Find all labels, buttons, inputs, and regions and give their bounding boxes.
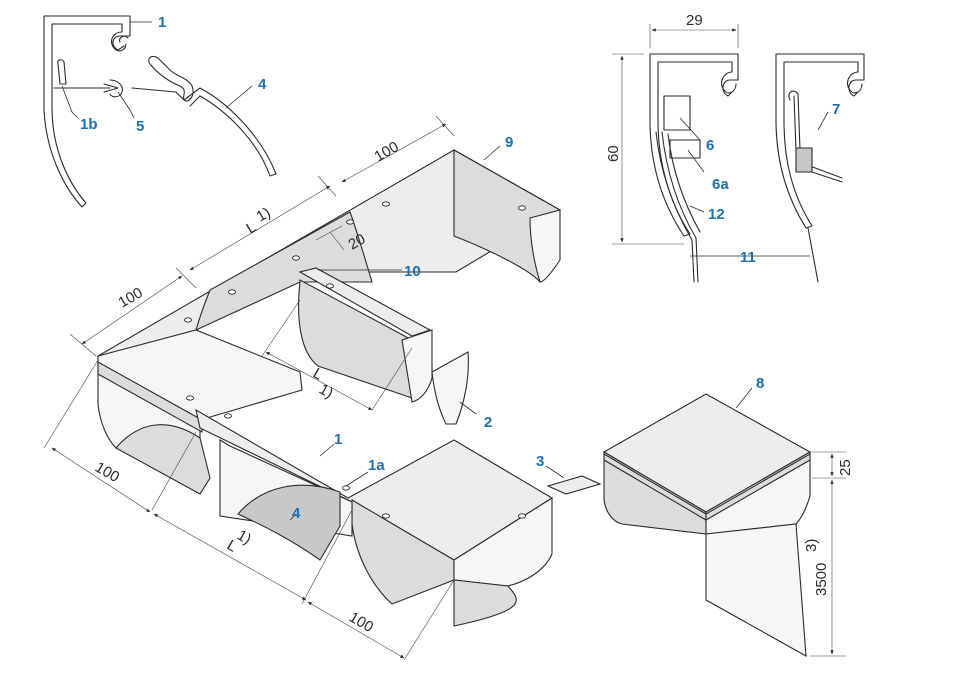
profile-section-dimensioned <box>612 24 739 283</box>
callout-8: 8 <box>756 375 764 392</box>
dim-3500: 3500 <box>813 563 830 596</box>
dim-60: 60 <box>605 145 622 162</box>
callout-2: 2 <box>484 414 492 431</box>
dim-100-left: 100 <box>92 459 122 486</box>
dim-3500-sup: 3) <box>803 539 820 552</box>
main-assembly <box>43 115 778 661</box>
leader-lines <box>61 21 829 521</box>
dim-20: 20 <box>346 230 369 253</box>
callout-6: 6 <box>706 137 714 154</box>
callout-6a: 6a <box>712 176 729 193</box>
callout-1-main: 1 <box>334 431 342 448</box>
dim-L-top-sup: 1) <box>254 204 274 225</box>
callout-5: 5 <box>136 118 144 135</box>
callouts: 1 1b 4 5 6 6a 7 8 9 10 11 12 2 3 1 1a 4 <box>80 14 840 522</box>
dim-25: 25 <box>837 459 854 476</box>
callout-1-top: 1 <box>158 14 166 31</box>
dim-L-top: L <box>244 219 260 238</box>
callout-3: 3 <box>536 453 544 470</box>
callout-4-top: 4 <box>258 76 267 93</box>
callout-10: 10 <box>404 263 421 280</box>
callout-1b: 1b <box>80 116 98 133</box>
callout-11: 11 <box>740 249 756 266</box>
callout-1a: 1a <box>368 457 385 474</box>
profile-section-clip <box>690 53 865 283</box>
dim-L-inner-sup: 1) <box>316 381 336 402</box>
dim-100-top-left: 100 <box>116 284 146 311</box>
dim-29: 29 <box>686 12 703 29</box>
callout-9: 9 <box>505 134 513 151</box>
dim-100-bottom-right: 100 <box>346 609 376 636</box>
callout-7: 7 <box>832 101 840 118</box>
callout-4-main: 4 <box>292 505 301 522</box>
callout-12: 12 <box>708 206 725 223</box>
corner-panel-assembly <box>602 393 846 657</box>
dim-100-top-right: 100 <box>372 138 402 165</box>
profile-detail-top-left <box>43 15 277 208</box>
